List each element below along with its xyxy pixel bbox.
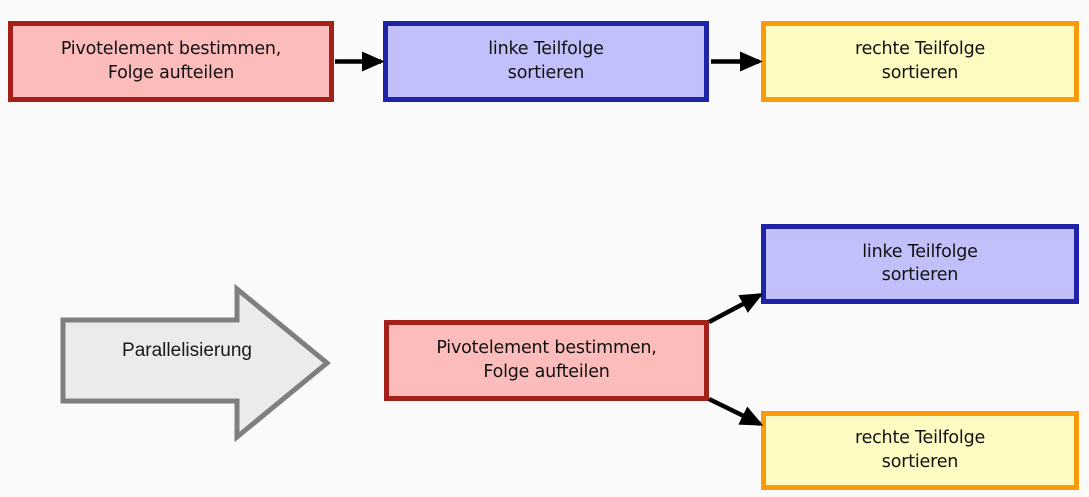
node-seq-pivot[interactable]: Pivotelement bestimmen, Folge aufteilen bbox=[8, 21, 334, 102]
parallelisierung-block-arrow bbox=[60, 283, 331, 443]
block-arrow-shape bbox=[60, 283, 331, 443]
edge-par-pivot-to-par-left bbox=[707, 293, 764, 324]
edge-par-pivot-to-par-right bbox=[708, 397, 764, 426]
parallelisierung-label: Parallelisierung bbox=[122, 340, 252, 361]
node-seq-left[interactable]: linke Teilfolge sortieren bbox=[383, 21, 709, 102]
node-par-pivot[interactable]: Pivotelement bestimmen, Folge aufteilen bbox=[384, 320, 709, 401]
node-seq-right[interactable]: rechte Teilfolge sortieren bbox=[761, 21, 1079, 102]
node-par-left[interactable]: linke Teilfolge sortieren bbox=[761, 224, 1079, 304]
node-par-right[interactable]: rechte Teilfolge sortieren bbox=[761, 411, 1079, 490]
